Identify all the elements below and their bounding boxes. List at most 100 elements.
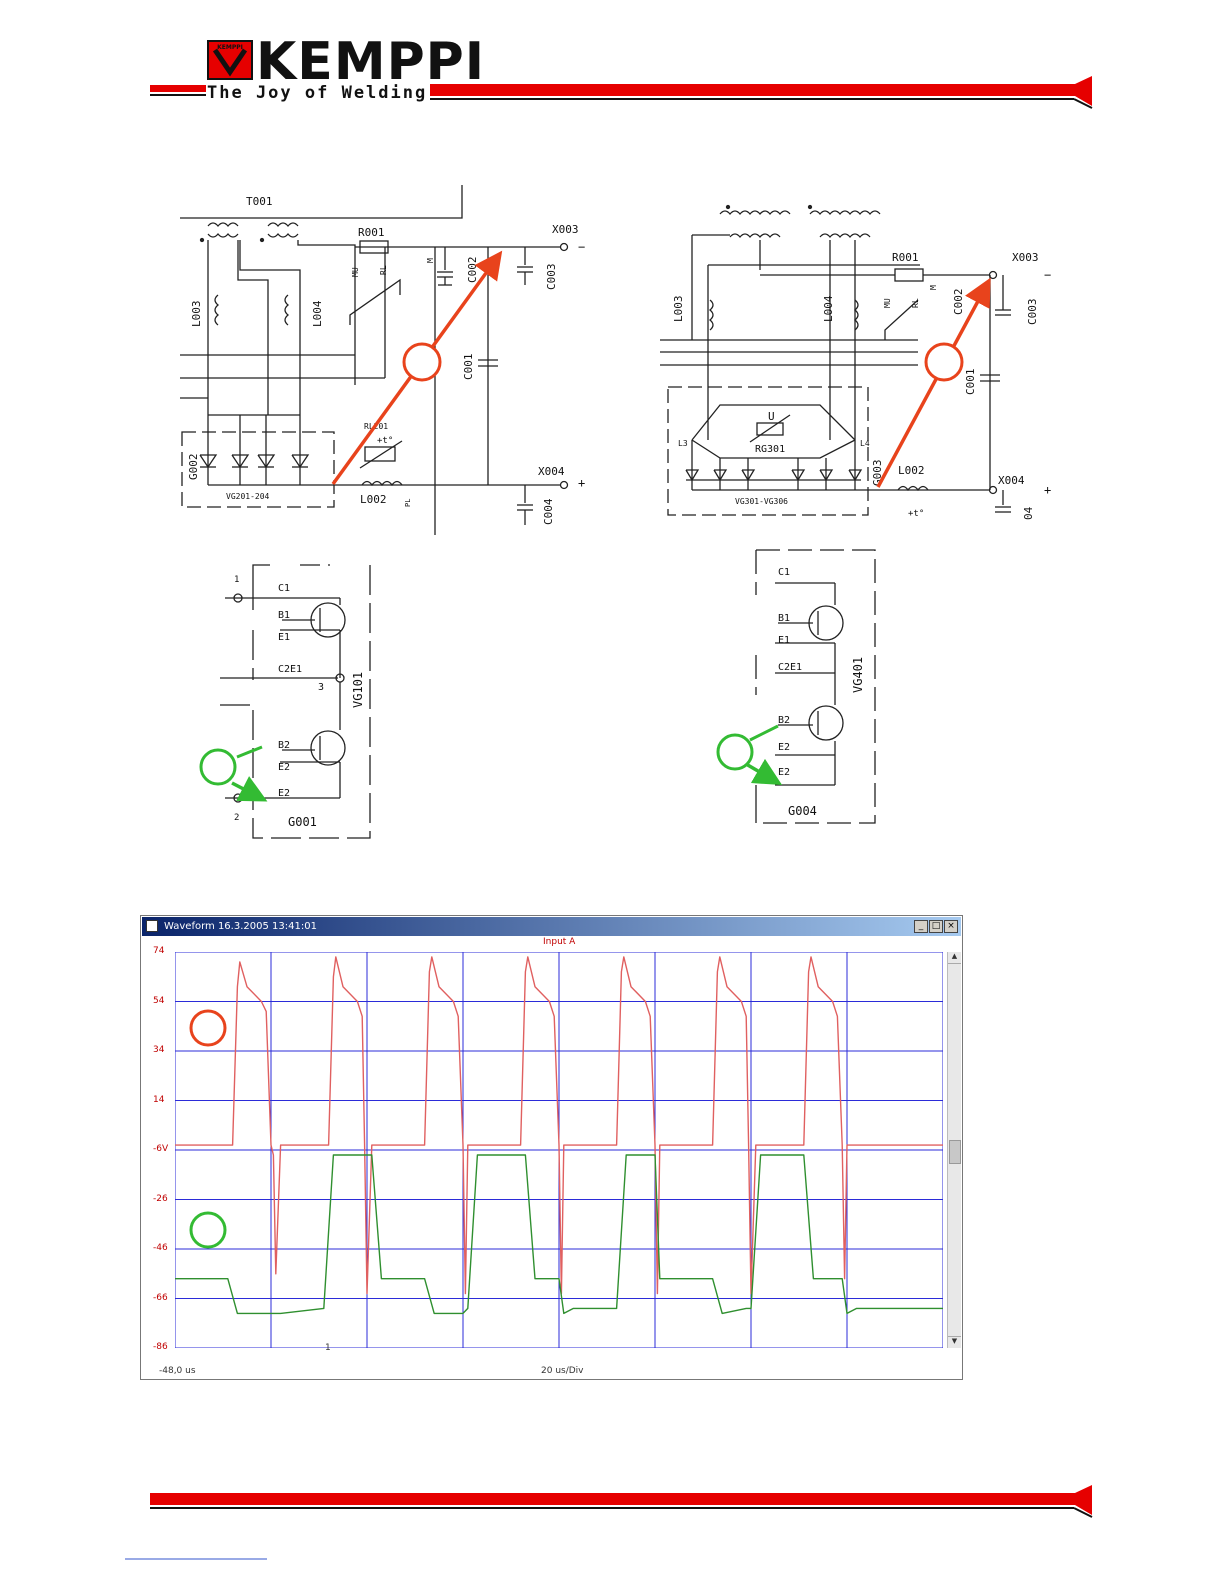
label-e2-upper-right: E2	[778, 742, 790, 753]
label-c2e1-right: C2E1	[778, 662, 802, 673]
y-tick-label: 54	[153, 995, 165, 1006]
label-g001: G001	[288, 815, 317, 829]
label-pin1: 1	[234, 575, 239, 585]
label-x004-sign-right: +	[1044, 483, 1051, 497]
scroll-thumb[interactable]	[949, 1140, 961, 1164]
label-vg301-306: VG301-VG306	[735, 497, 788, 506]
y-tick-label: -6V	[153, 1144, 169, 1154]
label-vg401: VG401	[851, 657, 865, 693]
label-l4: L4	[860, 439, 870, 448]
logo-lettering: KEMPPI	[217, 44, 243, 51]
label-b2: B2	[278, 740, 290, 751]
label-b2-right: B2	[778, 715, 790, 726]
kemppi-shield-icon: KEMPPI	[207, 40, 253, 80]
label-c1-right: C1	[778, 567, 790, 578]
orange-measure-marker-left	[331, 250, 503, 486]
cursor-marker[interactable]: 1	[325, 1343, 331, 1353]
waveform-window[interactable]: Waveform 16.3.2005 13:41:01 _ □ × Input …	[140, 915, 963, 1380]
scrollbar-vertical[interactable]: ▲ ▼	[947, 952, 961, 1348]
label-rg301: RG301	[755, 444, 785, 455]
label-x004-right: X004	[998, 474, 1025, 487]
y-tick-label: -46	[153, 1243, 168, 1253]
label-l002-right: L002	[898, 464, 925, 477]
label-l3: L3	[678, 439, 688, 448]
label-m-right: M	[929, 285, 938, 290]
label-c002-right: C002	[952, 289, 965, 316]
input-a-label: Input A	[543, 937, 576, 947]
time-start-label: -48,0 us	[159, 1366, 196, 1376]
label-vg201-204: VG201-204	[226, 492, 270, 501]
label-e2-lower-right: E2	[778, 767, 790, 778]
waveform-titlebar[interactable]: Waveform 16.3.2005 13:41:01 _ □ ×	[142, 917, 961, 936]
label-u: U	[768, 410, 775, 423]
label-l002: L002	[360, 493, 387, 506]
green-measure-marker-left	[199, 745, 268, 802]
igbt-module-left: 1 C1 B1 E1 C2E1 3 VG101 B2 E2 E2 2 G001	[220, 564, 371, 839]
label-l003: L003	[190, 301, 203, 328]
channel-markers	[189, 1009, 227, 1249]
label-r001: R001	[358, 226, 385, 239]
y-tick-label: 14	[153, 1094, 165, 1105]
label-e1: E1	[278, 632, 290, 643]
label-ptc: +t°	[377, 436, 393, 446]
y-tick-label: -86	[153, 1342, 168, 1352]
label-x003-sign-right: −	[1044, 268, 1051, 282]
close-button[interactable]: ×	[944, 920, 958, 933]
label-c003-right: C003	[1026, 299, 1039, 326]
y-tick-label: -66	[153, 1292, 168, 1303]
label-ptc-right: +t°	[908, 509, 924, 519]
green-measure-marker-right	[716, 724, 783, 786]
label-c2e1: C2E1	[278, 664, 302, 675]
time-per-division-label: 20 us/Div	[541, 1366, 584, 1376]
label-c003: C003	[545, 264, 558, 291]
label-e2-upper: E2	[278, 762, 290, 773]
annotation-overlay	[199, 250, 991, 802]
label-x004-sign: +	[578, 476, 585, 490]
label-m: M	[426, 258, 435, 263]
waveform-plot	[175, 952, 943, 1348]
igbt-module-right: C1 B1 E1 C2E1 VG401 B2 E2 E2 G004	[755, 549, 876, 824]
label-e2-lower: E2	[278, 788, 290, 799]
brand-tagline: The Joy of Welding	[207, 83, 428, 103]
brand-logo: KEMPPI	[207, 40, 253, 80]
scroll-up-arrow-icon[interactable]: ▲	[948, 952, 961, 964]
scroll-down-arrow-icon[interactable]: ▼	[948, 1336, 961, 1348]
y-tick-label: 34	[153, 1045, 165, 1055]
orange-channel-marker-icon	[189, 1009, 227, 1047]
label-x003-right: X003	[1012, 251, 1039, 264]
label-l004-right: L004	[822, 295, 835, 322]
footer-rule	[125, 1485, 1093, 1560]
brand-name: KEMPPI	[256, 32, 486, 92]
label-rl: RL	[379, 265, 388, 275]
y-tick-label: 74	[153, 946, 165, 956]
label-g004: G004	[788, 804, 817, 818]
trace-green	[175, 1154, 943, 1315]
label-x003: X003	[552, 223, 579, 236]
maximize-button[interactable]: □	[929, 920, 943, 933]
label-b1-right: B1	[778, 613, 790, 624]
label-mu: MU	[351, 267, 360, 277]
label-mu-right: MU	[883, 298, 892, 308]
green-channel-marker-icon	[189, 1211, 227, 1249]
label-rl-right: RL	[911, 298, 920, 308]
label-pin3: 3	[318, 682, 324, 693]
label-c001: C001	[462, 354, 475, 381]
label-x004: X004	[538, 465, 565, 478]
trace-red	[175, 956, 943, 1295]
label-t001: T001	[246, 195, 273, 208]
label-l004: L004	[311, 300, 324, 327]
window-app-icon[interactable]	[146, 920, 158, 932]
label-c1: C1	[278, 583, 290, 594]
label-c004: C004	[542, 498, 555, 525]
label-c004-right: 04	[1022, 506, 1035, 520]
header-rule	[150, 76, 1093, 109]
label-l003-right: L003	[672, 296, 685, 323]
orange-measure-marker-right	[876, 277, 991, 488]
waveform-title: Waveform 16.3.2005 13:41:01	[164, 921, 317, 932]
schematic-right: R001 X003 − L003 L004 MU RL M C002 C003 …	[660, 204, 1051, 520]
label-g002: G002	[187, 454, 200, 481]
label-r001-right: R001	[892, 251, 919, 264]
label-pl: PL	[404, 499, 412, 507]
minimize-button[interactable]: _	[914, 920, 928, 933]
label-b1: B1	[278, 610, 290, 621]
